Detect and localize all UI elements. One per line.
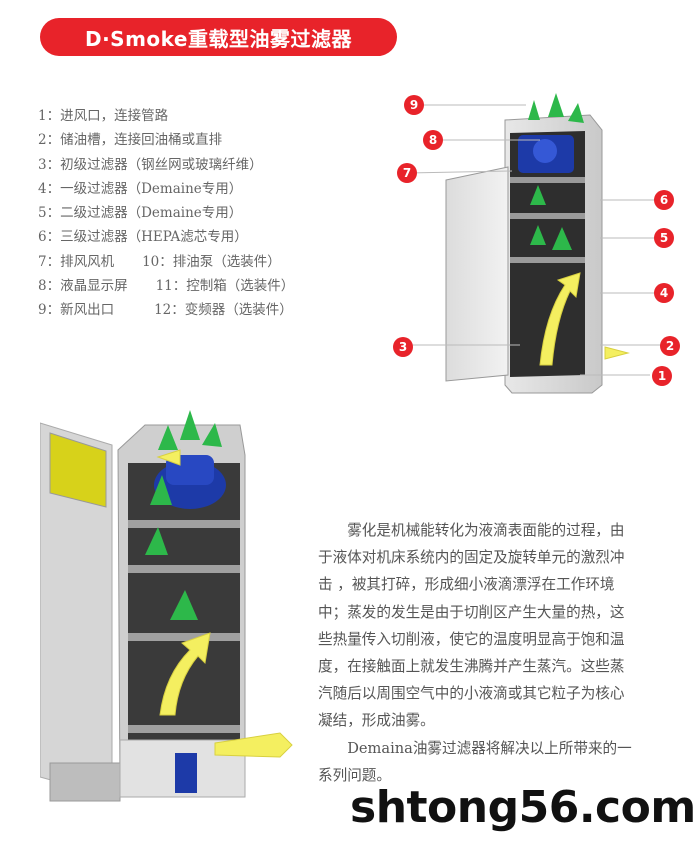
- legend-item: 2：储油槽，连接回油桶或直排: [38, 132, 223, 149]
- callout-4: 4: [660, 286, 668, 300]
- legend-item: 8：液晶显示屏: [38, 278, 128, 295]
- description-paragraph: 雾化是机械能转化为液滴表面能的过程，由于液体对机床系统内的固定及旋转单元的激烈冲…: [318, 522, 625, 730]
- legend-item: 12：变频器（选装件）: [154, 302, 293, 319]
- site-watermark: shtong56.com: [350, 782, 696, 833]
- legend-item: 11：控制箱（选装件）: [155, 278, 295, 295]
- description-paragraph: Demaina油雾过滤器将解决以上所带来的一系列问题。: [318, 739, 632, 784]
- green-arrow-group: [145, 410, 222, 620]
- callout-1: 1: [658, 369, 666, 383]
- banner-title: D·Smoke重载型油雾过滤器: [84, 26, 352, 51]
- description-text: 雾化是机械能转化为液滴表面能的过程，由于液体对机床系统内的固定及旋转单元的激烈冲…: [318, 517, 638, 789]
- legend-item: 1：进风口，连接管路: [38, 108, 169, 124]
- callout-8: 8: [429, 133, 437, 147]
- legend-item: 6：三级过滤器（HEPA滤芯专用）: [38, 229, 248, 246]
- door-panel: [49, 432, 107, 508]
- product-illustration: [40, 410, 293, 802]
- legend-item: 10：排油泵（选装件）: [142, 253, 281, 270]
- legend-item: 5：二级过滤器（Demaine专用）: [38, 205, 243, 222]
- callout-markers: [393, 95, 680, 386]
- legend-item-pair: 7：排风风机 10：排油泵（选装件）: [38, 250, 294, 274]
- green-arrow-group: [528, 93, 584, 250]
- callout-6: 6: [660, 193, 668, 207]
- legend-item-pair: 8：液晶显示屏 11：控制箱（选装件）: [38, 274, 294, 298]
- cutaway-diagram: 9 8 7 6 5 4 3 2 1: [393, 93, 680, 394]
- callout-5: 5: [660, 231, 668, 245]
- legend-item: 4：一级过滤器（Demaine专用）: [38, 180, 243, 197]
- yellow-arrow-group: [539, 272, 630, 366]
- callout-2: 2: [666, 339, 674, 353]
- parts-legend: 1：进风口，连接管路 2：储油槽，连接回油桶或直排 3：初级过滤器（钢丝网或玻璃…: [38, 104, 294, 323]
- legend-item-pair: 9：新风出口 12：变频器（选装件）: [38, 298, 294, 322]
- legend-item: 3：初级过滤器（钢丝网或玻璃纤维）: [38, 156, 263, 173]
- legend-item: 7：排风风机: [38, 253, 115, 270]
- callout-3: 3: [399, 340, 407, 354]
- callout-7: 7: [403, 166, 411, 180]
- callout-9: 9: [410, 98, 418, 112]
- legend-item: 9：新风出口: [38, 302, 115, 319]
- title-banner: D·Smoke重载型油雾过滤器: [40, 18, 397, 56]
- yellow-arrow-group: [156, 449, 293, 758]
